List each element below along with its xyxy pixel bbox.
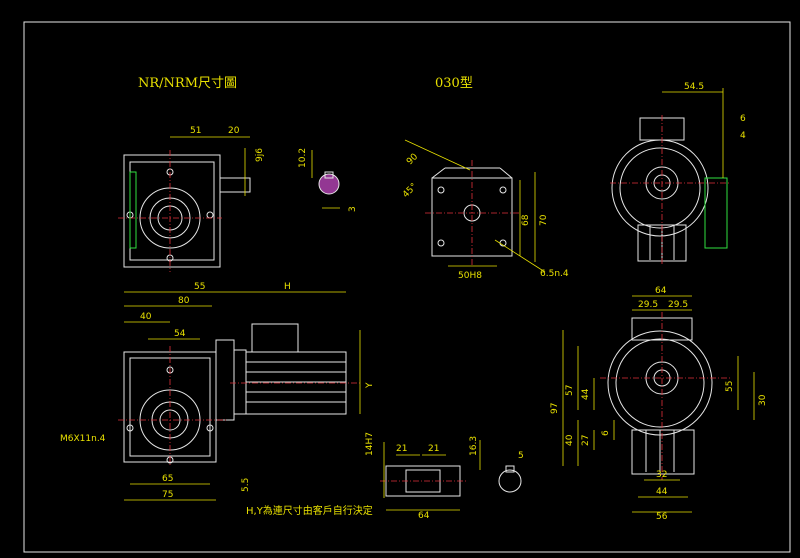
dim-6-top: 6	[740, 114, 746, 124]
dim-16-3: 16.3	[469, 436, 479, 456]
dim-44-bottom: 44	[656, 487, 668, 497]
dim-80: 80	[178, 296, 190, 306]
dim-57: 57	[565, 385, 575, 396]
dim-56: 56	[656, 512, 668, 522]
gearbox-motor-view	[118, 291, 361, 501]
shaft-key-section-top	[311, 150, 340, 209]
dim-40-right: 40	[565, 434, 575, 446]
dim-70: 70	[539, 214, 549, 226]
dim-75: 75	[162, 490, 173, 500]
dim-64-top: 64	[655, 286, 667, 296]
dim-55-right: 55	[725, 381, 735, 392]
gearbox-end-view-bottom	[562, 295, 755, 513]
note-text: H,Y為連尺寸由客戶自行決定	[246, 504, 373, 517]
dim-29-5-b: 29.5	[668, 300, 688, 310]
dim-51: 51	[190, 126, 201, 136]
drawing-frame	[23, 21, 791, 553]
dim-m6x11n4: M6X11n.4	[60, 434, 106, 444]
title-left: NR/NRM尺寸圖	[138, 76, 237, 91]
dim-45deg: 45°	[401, 182, 419, 200]
dim-h: H	[284, 282, 291, 292]
dim-21-a: 21	[396, 444, 407, 454]
dim-32: 32	[656, 470, 667, 480]
dim-27: 27	[581, 435, 591, 446]
dim-5-5: 5.5	[241, 478, 251, 492]
flange-view	[404, 139, 546, 273]
dim-97: 97	[550, 403, 560, 414]
dim-54: 54	[174, 329, 186, 339]
dim-14h7: 14H7	[365, 432, 375, 456]
dim-54-5: 54.5	[684, 82, 704, 92]
dim-68: 68	[521, 214, 531, 226]
dim-6-5n4: 6.5n.4	[540, 269, 569, 279]
dim-50h8: 50H8	[458, 271, 482, 281]
dim-3: 3	[348, 206, 358, 212]
dim-90: 90	[405, 152, 420, 167]
dim-y: Y	[365, 382, 375, 389]
dim-20: 20	[228, 126, 240, 136]
dim-29-5-a: 29.5	[638, 300, 658, 310]
dim-5: 5	[518, 451, 524, 461]
dim-21-b: 21	[428, 444, 439, 454]
dim-4: 4	[740, 131, 746, 141]
dim-65: 65	[162, 474, 173, 484]
dim-55: 55	[194, 282, 205, 292]
dim-6-bottom: 6	[601, 430, 611, 436]
dim-9j6: 9j6	[255, 148, 265, 162]
dim-40-left: 40	[140, 312, 152, 322]
gearbox-end-view-top	[610, 88, 730, 265]
title-right: 030型	[435, 76, 473, 91]
gearbox-side-view-top	[118, 136, 251, 272]
dim-30: 30	[758, 394, 768, 406]
dim-10-2: 10.2	[298, 148, 308, 168]
dim-64-bottom: 64	[418, 511, 430, 521]
hollow-shaft-view	[380, 440, 522, 511]
dim-44-left: 44	[581, 388, 591, 400]
